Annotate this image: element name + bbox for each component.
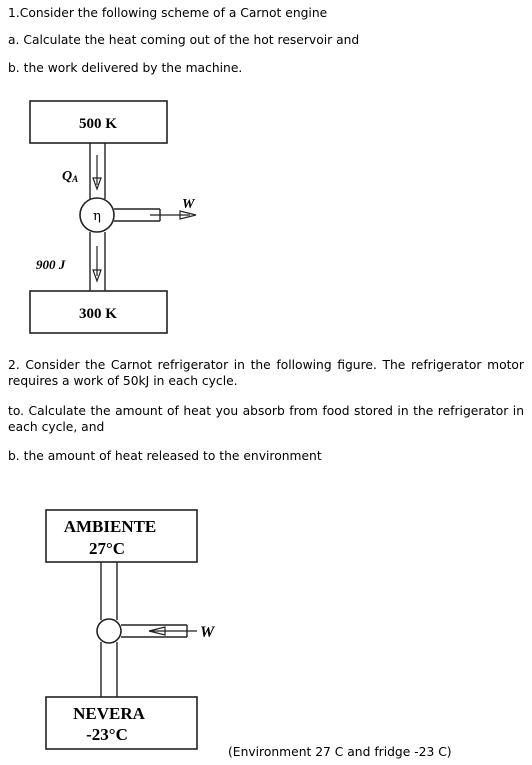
problem1-title: 1.Consider the following scheme of a Car… — [8, 6, 328, 20]
cold-reservoir-label: 300 K — [79, 306, 117, 322]
heat-in-label: QA — [62, 169, 78, 184]
cold-reservoir-box — [29, 290, 168, 334]
refrigerator-circle — [96, 618, 122, 644]
ambient-label-line2: 27°C — [89, 539, 125, 558]
fridge-work-label: W — [200, 624, 216, 641]
engine-circle — [79, 197, 115, 233]
fridge-label-line2: -23°C — [86, 725, 128, 744]
work-label: W — [182, 197, 196, 212]
problem1-part-b: b. the work delivered by the machine. — [8, 61, 243, 75]
hot-reservoir-label: 500 K — [79, 116, 117, 132]
hot-reservoir-box — [29, 100, 168, 144]
ambient-box — [45, 509, 198, 563]
fridge-box — [45, 696, 198, 750]
problem2-part-to: to. Calculate the amount of heat you abs… — [8, 404, 524, 434]
fridge-label-line1: NEVERA — [73, 704, 146, 723]
problem2-part-b: b. the amount of heat released to the en… — [8, 449, 322, 463]
efficiency-symbol: η — [93, 209, 101, 224]
problem1-part-a: a. Calculate the heat coming out of the … — [8, 33, 360, 47]
environment-note: (Environment 27 C and fridge -23 C) — [228, 745, 452, 759]
problem2-title: 2. Consider the Carnot refrigerator in t… — [8, 358, 524, 388]
ambient-label-line1: AMBIENTE — [64, 517, 157, 536]
heat-out-label: 900 J — [36, 257, 66, 272]
